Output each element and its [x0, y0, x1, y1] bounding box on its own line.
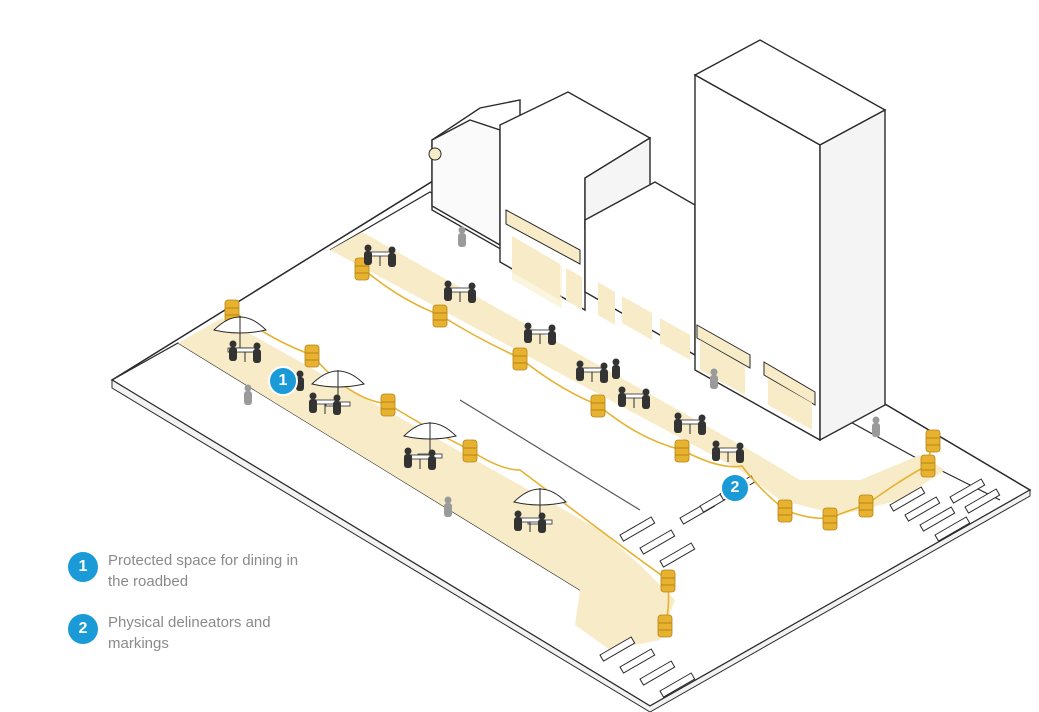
barrel-icon	[822, 507, 838, 531]
pedestrian-figure	[244, 384, 252, 405]
barrel-icon	[777, 499, 793, 523]
crosswalk-near	[599, 475, 756, 698]
diners-and-tables	[229, 244, 744, 533]
diner-figure	[736, 442, 744, 463]
legend-text-1: Protected space for dining in the roadbe…	[108, 552, 299, 590]
diner-figure	[253, 342, 261, 363]
diner-figure	[618, 386, 626, 407]
diner-figure	[712, 440, 720, 461]
street-block-edge	[111, 379, 1031, 712]
barrel-icon	[462, 439, 478, 463]
diner-figure	[364, 244, 372, 265]
diner-figure	[600, 362, 608, 383]
callout-marker-2: 2	[720, 473, 750, 503]
barrel-icon	[660, 569, 676, 593]
pedestrian-figure	[444, 496, 452, 517]
diner-figure	[524, 322, 532, 343]
barrel-icon	[925, 429, 941, 453]
far-delineator-rope	[361, 267, 934, 520]
barrel-icon	[380, 393, 396, 417]
pedestrian-figure	[710, 368, 718, 389]
diner-figure	[514, 510, 522, 531]
diner-figure	[333, 394, 341, 415]
diner-figure	[309, 392, 317, 413]
server-figure	[296, 370, 304, 391]
diner-figure	[538, 512, 546, 533]
diner-figure	[642, 388, 650, 409]
server-figure	[612, 358, 620, 379]
storefront-windows	[512, 236, 812, 430]
barrels	[224, 257, 941, 638]
barrel-icon	[920, 454, 936, 478]
far-dining-zone	[330, 232, 945, 515]
legend-text-2: Physical delineators and markings	[108, 614, 271, 652]
diner-figure	[388, 246, 396, 267]
pedestrians	[244, 226, 880, 517]
barrel-icon	[304, 344, 320, 368]
barrel-icon	[674, 439, 690, 463]
barrel-icon	[858, 494, 874, 518]
diner-figure	[404, 447, 412, 468]
barrel-icon	[590, 394, 606, 418]
legend-item-1: 1 Protected space for dining in the road…	[68, 550, 323, 592]
legend-badge-1: 1	[68, 552, 98, 582]
legend-item-2: 2 Physical delineators and markings	[68, 612, 323, 654]
pedestrian-figure	[458, 226, 466, 247]
crosswalk-far	[889, 478, 1001, 542]
legend-badge-2: 2	[68, 614, 98, 644]
diner-figure	[428, 449, 436, 470]
pedestrian-figure	[872, 416, 880, 437]
barrel-icon	[657, 614, 673, 638]
lane-center-line	[459, 399, 641, 511]
diner-figure	[576, 360, 584, 381]
near-dining-zone	[178, 318, 675, 650]
callout-marker-1: 1	[268, 366, 298, 396]
diner-figure	[229, 340, 237, 361]
diner-figure	[468, 282, 476, 303]
barrel-icon	[512, 347, 528, 371]
diner-figure	[698, 414, 706, 435]
diner-figure	[444, 280, 452, 301]
diner-figure	[674, 412, 682, 433]
diner-figure	[548, 324, 556, 345]
barrel-icon	[432, 304, 448, 328]
hanging-sign-icon	[428, 147, 442, 161]
